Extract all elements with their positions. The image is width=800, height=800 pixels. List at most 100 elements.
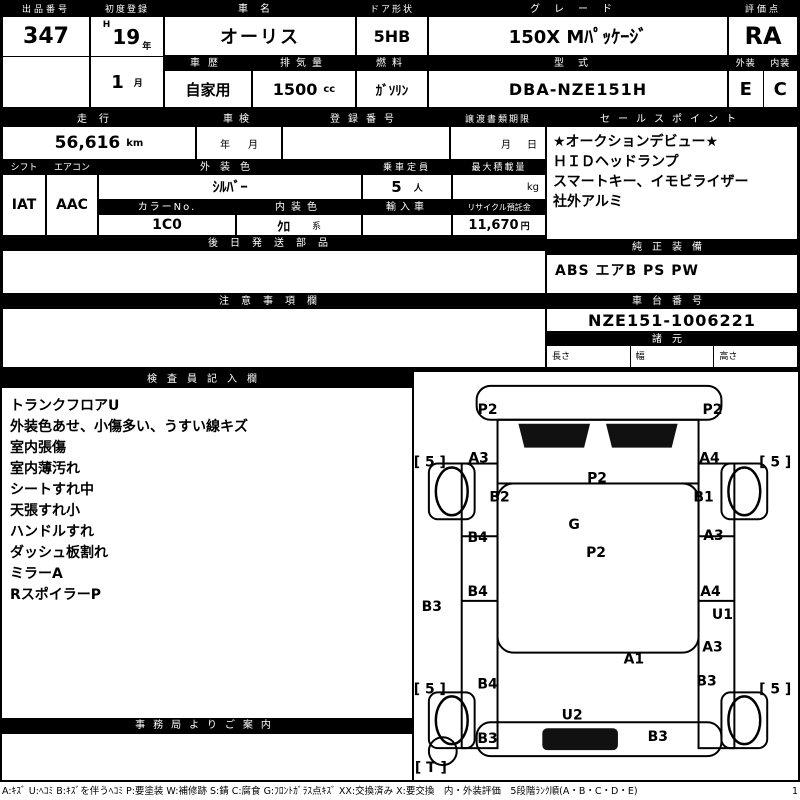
color-number-cell: カラーNo. 1C0	[98, 200, 236, 236]
car-outline	[427, 384, 769, 767]
spec-height-label: 高さ	[719, 352, 738, 362]
lot-number-extra	[3, 57, 89, 107]
month-unit: 月	[133, 78, 143, 89]
car-history-cell: 車歴 自家用	[164, 56, 252, 108]
shift-cell: シフト IAT	[2, 160, 46, 236]
transfer-deadline-cell: 譲渡書類期限 月 日	[450, 112, 546, 160]
mileage-value-wrap: 56,616 km	[3, 127, 195, 159]
recycle-deposit-label: リサイクル預託金	[453, 201, 545, 215]
registration-number-value	[283, 127, 449, 159]
damage-marker: B3	[648, 729, 668, 745]
damage-marker: A4	[699, 451, 720, 467]
sales-point-line: ＨＩＤヘッドランプ	[553, 154, 679, 170]
aircon-label: エアコン	[47, 161, 97, 175]
lot-number-value: 347	[3, 17, 89, 57]
displacement-value: 1500	[272, 79, 318, 99]
door-shape-cell: ドア形状 5HB	[356, 2, 428, 56]
interior-score-label: 内装	[763, 57, 797, 71]
aircon-value: AAC	[56, 197, 88, 213]
aircon-cell: エアコン AAC	[46, 160, 98, 236]
sales-point-line: 社外アルミ	[553, 194, 623, 210]
inspector-notes-list: トランクフロアU 外装色あせ、小傷多い、うすい線キズ 室内張傷 室内薄汚れ シー…	[10, 396, 406, 606]
model-code-label: 型式	[429, 57, 727, 71]
capacity-value: 5	[391, 178, 402, 196]
year-value: 19	[112, 24, 141, 49]
windshield-right	[606, 423, 678, 448]
equipment-value: ABS エアB PS PW	[555, 263, 699, 279]
spare-tire-marker: [ T ]	[415, 760, 447, 776]
mileage-unit: km	[126, 137, 144, 149]
inspection-expiry-cell: 車検 年 月	[196, 112, 282, 160]
legend-page-number: 1	[791, 786, 798, 797]
sales-points-list: ★オークションデビュー★ ＨＩＤヘッドランプ スマートキー、イモビライザー 社外…	[547, 127, 797, 217]
year-unit: 年	[142, 42, 152, 52]
capacity-label: 乗車定員	[363, 161, 451, 175]
interior-color-unit: 系	[311, 221, 321, 232]
exterior-color-value: ｼﾙﾊﾞｰ	[212, 180, 248, 196]
model-code-value: DBA-NZE151H	[508, 79, 648, 99]
wheel-arch	[720, 691, 769, 750]
door-shape-value: 5HB	[373, 26, 411, 46]
chassis-number-label: 車台番号	[547, 295, 797, 309]
later-parts-value	[3, 251, 545, 293]
equipment-cell: 純正装備 ABS エアB PS PW	[546, 240, 798, 294]
sales-points-cell: セールスポイント ★オークションデビュー★ ＨＩＤヘッドランプ スマートキー、イ…	[546, 112, 798, 240]
shift-value: IAT	[11, 197, 37, 213]
spec-length-label: 長さ	[547, 346, 631, 367]
inspector-note-line: ダッシュ板割れ	[10, 545, 108, 561]
import-car-value	[363, 215, 451, 235]
roof-panel	[496, 482, 700, 654]
fuel-label: 燃料	[357, 57, 427, 71]
left-side-panel	[460, 462, 499, 750]
inspection-year-unit: 年	[220, 139, 230, 151]
transfer-deadline-label: 譲渡書類期限	[451, 113, 545, 127]
diagram-panel: P2 P2 [ 5 ] A3 A4 [ 5 ] P2 B2 B1 B4 G A3…	[412, 372, 798, 782]
wheel-icon	[434, 695, 469, 746]
damage-marker: G	[568, 517, 579, 533]
displacement-label: 排気量	[253, 57, 355, 71]
damage-marker: A3	[468, 451, 488, 467]
interior-score-value: C	[773, 78, 787, 100]
wheel-icon	[727, 466, 762, 517]
registration-number-cell: 登録番号	[282, 112, 450, 160]
chassis-number-cell: 車台番号 NZE151-1006221	[546, 294, 798, 332]
interior-color-label: 内装色	[237, 201, 361, 215]
car-damage-diagram: P2 P2 [ 5 ] A3 A4 [ 5 ] P2 B2 B1 B4 G A3…	[414, 384, 791, 776]
grade-cell: グレード 150X Mﾊﾟｯｹｰｼﾞ	[428, 2, 728, 56]
damage-marker: B1	[693, 489, 713, 505]
damage-marker: P2	[703, 402, 723, 418]
inspector-note-line: ミラーA	[10, 566, 63, 582]
inspector-note-line: トランクフロアU	[10, 398, 120, 414]
lot-number-label: 出品番号	[3, 3, 89, 17]
specs-cell: 諸元 長さ 幅 高さ	[546, 332, 798, 368]
lot-number-cell: 出品番号 347	[2, 2, 90, 108]
caution-label: 注意事項欄	[3, 295, 545, 309]
damage-marker: B2	[489, 489, 509, 505]
inspection-expiry-label: 車検	[197, 113, 281, 127]
interior-color-value-wrap: ｸﾛ 系	[237, 215, 361, 235]
score-label: 評価点	[729, 3, 797, 17]
damage-marker: B4	[467, 584, 488, 600]
first-registration-month: 1 月	[91, 57, 163, 107]
tire-grade-marker: [ 5 ]	[759, 455, 791, 471]
inspector-note-line: RスポイラーP	[10, 587, 102, 603]
interior-score-col: 内装 C	[763, 57, 797, 107]
section-divider-top	[0, 108, 800, 112]
damage-marker: B3	[422, 599, 442, 615]
tire-grade-marker: [ 5 ]	[759, 681, 791, 697]
era-letter: H	[102, 20, 111, 30]
inspector-note-line: 天張すれ小	[10, 503, 80, 519]
legend-text: A:ｷｽﾞ U:ﾍｺﾐ B:ｷｽﾞを伴うﾍｺﾐ P:要塗装 W:補修跡 S:錆 …	[2, 786, 638, 797]
max-load-cell: 最大積載量 kg	[452, 160, 546, 200]
sales-points-label: セールスポイント	[547, 113, 797, 127]
later-parts-cell: 後日発送部品	[2, 236, 546, 294]
equipment-label: 純正装備	[547, 241, 797, 255]
chassis-number-value: NZE151-1006221	[588, 310, 756, 330]
grade-value: 150X Mﾊﾟｯｹｰｼﾞ	[508, 27, 648, 48]
wheel-arch	[720, 462, 769, 521]
registration-number-label: 登録番号	[283, 113, 449, 127]
front-bumper	[475, 384, 723, 421]
caution-cell: 注意事項欄	[2, 294, 546, 368]
sales-point-line: ★オークションデビュー★	[553, 134, 719, 150]
capacity-unit: 人	[413, 183, 423, 194]
